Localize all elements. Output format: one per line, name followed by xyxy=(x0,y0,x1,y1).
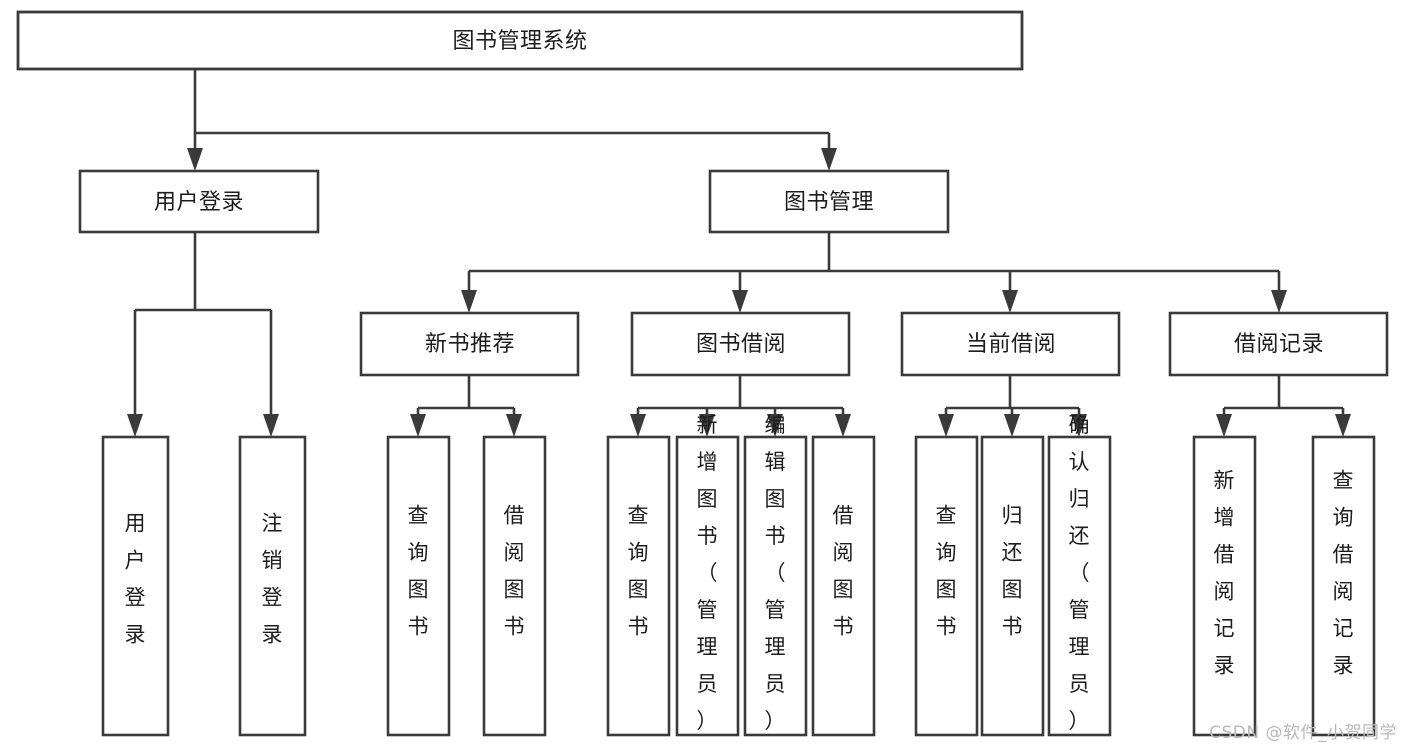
node-leaf-user-login-label: 用户登录 xyxy=(125,512,146,647)
node-leaf-return-book-label: 归还图书 xyxy=(1002,504,1023,639)
node-leaf-add-record-box[interactable] xyxy=(1192,435,1257,737)
node-root[interactable]: 图书管理系统 xyxy=(16,10,1024,71)
node-leaf-query-book-3[interactable]: 查询图书 xyxy=(914,435,979,737)
node-book-borrow-label: 图书借阅 xyxy=(696,332,786,357)
connector-layer xyxy=(127,69,1351,437)
arrow-leaf-query-book-2 xyxy=(630,414,646,437)
node-leaf-add-record-label: 新增借阅记录 xyxy=(1214,469,1235,678)
node-leaf-return-book[interactable]: 归还图书 xyxy=(980,435,1045,737)
node-leaf-query-record-label: 查询借阅记录 xyxy=(1333,469,1354,678)
node-leaf-edit-book[interactable]: 编辑图书（管理员） xyxy=(743,413,808,737)
arrow-leaf-return-book xyxy=(1004,414,1020,437)
csdn-watermark: CSDN @软件_小贺同学 xyxy=(1209,723,1397,743)
node-current-borrow[interactable]: 当前借阅 xyxy=(900,311,1121,377)
arrow-to-current-borrow xyxy=(1002,290,1018,313)
node-leaf-query-book-1[interactable]: 查询图书 xyxy=(386,435,451,737)
node-new-book-recommend-box[interactable] xyxy=(359,311,580,377)
arrow-leaf-add-record xyxy=(1216,414,1232,437)
node-current-borrow-label: 当前借阅 xyxy=(966,332,1056,357)
node-root-box[interactable] xyxy=(16,10,1024,71)
arrow-to-book-borrow xyxy=(732,290,748,313)
node-user-login[interactable]: 用户登录 xyxy=(78,169,320,234)
arrow-to-book-management xyxy=(821,148,837,171)
node-current-borrow-box[interactable] xyxy=(900,311,1121,377)
node-leaf-query-book-2[interactable]: 查询图书 xyxy=(606,435,671,737)
arrow-leaf-confirm-return xyxy=(1071,414,1087,437)
node-leaf-borrow-book-2[interactable]: 借阅图书 xyxy=(811,435,876,737)
node-leaf-add-book-box[interactable] xyxy=(675,435,740,737)
node-leaf-borrow-book-2-label: 借阅图书 xyxy=(833,504,854,639)
node-leaf-edit-book-box[interactable] xyxy=(743,435,808,737)
node-book-borrow[interactable]: 图书借阅 xyxy=(630,311,851,377)
node-leaf-logout[interactable]: 注销登录 xyxy=(238,435,307,737)
arrow-leaf-borrow-book-2 xyxy=(835,414,851,437)
node-leaf-query-book-1-label: 查询图书 xyxy=(408,504,429,639)
arrow-leaf-query-book-3 xyxy=(938,414,954,437)
node-leaf-confirm-return-box[interactable] xyxy=(1047,435,1112,737)
node-leaf-query-book-3-label: 查询图书 xyxy=(936,504,957,639)
node-book-borrow-box[interactable] xyxy=(630,311,851,377)
arrow-leaf-logout xyxy=(263,414,279,437)
node-leaf-user-login-box[interactable] xyxy=(101,435,170,737)
node-user-login-box[interactable] xyxy=(78,169,320,234)
node-leaf-query-book-2-label: 查询图书 xyxy=(628,504,649,639)
node-leaf-query-book-3-box[interactable] xyxy=(914,435,979,737)
node-borrow-record-label: 借阅记录 xyxy=(1234,332,1324,357)
node-leaf-add-book[interactable]: 新增图书（管理员） xyxy=(675,413,740,737)
arrow-leaf-query-record xyxy=(1335,414,1351,437)
node-leaf-confirm-return-label: 确认归还（管理员） xyxy=(1069,413,1090,733)
node-book-management[interactable]: 图书管理 xyxy=(708,169,950,234)
node-borrow-record[interactable]: 借阅记录 xyxy=(1168,311,1389,377)
node-leaf-logout-box[interactable] xyxy=(238,435,307,737)
node-leaf-edit-book-label: 编辑图书（管理员） xyxy=(765,413,786,733)
node-leaf-borrow-book-1-box[interactable] xyxy=(482,435,547,737)
node-leaf-query-book-2-box[interactable] xyxy=(606,435,671,737)
node-root-label: 图书管理系统 xyxy=(452,29,587,54)
arrow-leaf-query-book-1 xyxy=(410,414,426,437)
node-leaf-add-record[interactable]: 新增借阅记录 xyxy=(1192,435,1257,737)
node-book-management-box[interactable] xyxy=(708,169,950,234)
arrow-leaf-edit-book xyxy=(767,414,783,437)
node-leaf-confirm-return[interactable]: 确认归还（管理员） xyxy=(1047,413,1112,737)
node-leaf-logout-label: 注销登录 xyxy=(262,512,283,647)
arrow-leaf-borrow-book-1 xyxy=(506,414,522,437)
arrow-to-borrow-record xyxy=(1271,290,1287,313)
node-new-book-recommend[interactable]: 新书推荐 xyxy=(359,311,580,377)
node-book-management-label: 图书管理 xyxy=(784,190,874,215)
node-leaf-return-book-box[interactable] xyxy=(980,435,1045,737)
node-layer: 图书管理系统 用户登录 图书管理 新书推荐 图书借阅 当前 xyxy=(16,10,1389,737)
arrow-to-user-login xyxy=(187,148,203,171)
node-leaf-query-record[interactable]: 查询借阅记录 xyxy=(1311,435,1376,737)
node-leaf-user-login[interactable]: 用户登录 xyxy=(101,435,170,737)
node-user-login-label: 用户登录 xyxy=(154,190,244,215)
arrow-leaf-add-book xyxy=(699,414,715,437)
arrow-to-new-book-recommend xyxy=(461,290,477,313)
arrow-leaf-user-login xyxy=(127,414,143,437)
node-leaf-borrow-book-1-label: 借阅图书 xyxy=(504,504,525,639)
node-leaf-borrow-book-2-box[interactable] xyxy=(811,435,876,737)
node-leaf-query-record-box[interactable] xyxy=(1311,435,1376,737)
node-leaf-borrow-book-1[interactable]: 借阅图书 xyxy=(482,435,547,737)
node-leaf-add-book-label: 新增图书（管理员） xyxy=(697,413,718,733)
node-leaf-query-book-1-box[interactable] xyxy=(386,435,451,737)
node-new-book-recommend-label: 新书推荐 xyxy=(425,332,515,357)
node-borrow-record-box[interactable] xyxy=(1168,311,1389,377)
